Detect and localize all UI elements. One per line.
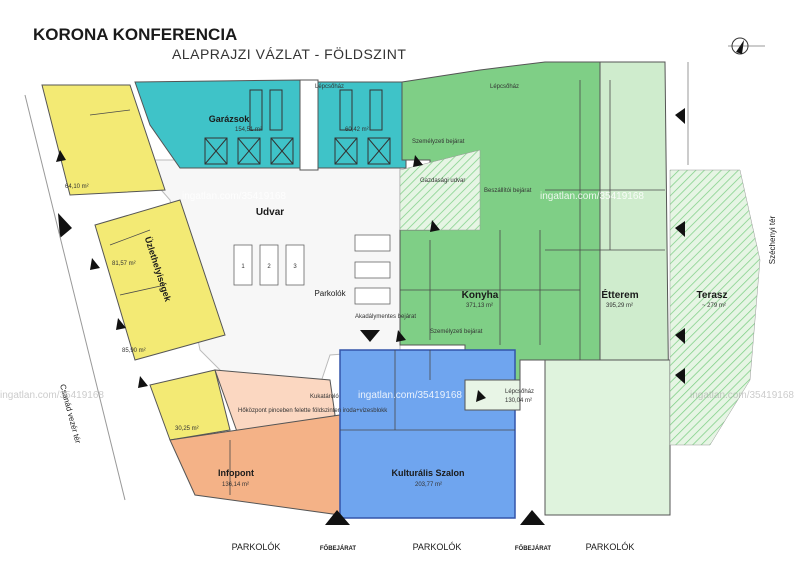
plan-title: KORONA KONFERENCIA (33, 25, 238, 44)
shop-small (149, 369, 231, 441)
parking-bottom-3: PARKOLÓK (586, 542, 635, 552)
parking-number-3: 3 (293, 264, 297, 270)
street-szechenyi: Széchenyi tér (768, 215, 777, 264)
etterem-area: 395,29 m² (606, 303, 633, 309)
parking-number-2: 2 (267, 264, 271, 270)
stair1-label: Lépcsőház (315, 84, 344, 90)
infopont-label: Infopont (218, 468, 254, 478)
garage-cars (204, 89, 391, 165)
kulturalis-area: 203,77 m² (415, 482, 442, 488)
garazsok-label: Garázsok (209, 114, 251, 124)
kozpont-note: Hőközpont pinceben felette földszinten i… (238, 408, 388, 414)
garage-block-left (134, 79, 301, 169)
stair3-area: 130,04 m² (505, 398, 532, 404)
etterem-label: Étterem (601, 288, 638, 301)
courtyard-parking (233, 234, 391, 305)
uzlet-small-area: 30,25 m² (175, 426, 199, 432)
kulturalis-label: Kulturális Szalon (391, 468, 464, 478)
parkolok-label: Parkolók (314, 289, 346, 298)
uzlet-top-area: 64,10 m² (65, 184, 89, 190)
parking-number-1: 1 (241, 264, 245, 270)
garage-stair (299, 79, 319, 171)
staff-entrance-2: Személyzeti bejárat (430, 329, 483, 335)
main-entrance-2: FŐBEJÁRAT (515, 545, 552, 552)
watermark-1: ingatlan.com/35419168 (182, 191, 286, 202)
watermark-5: ingatlan.com/35419168 (690, 390, 794, 401)
main-entrance-1: FŐBEJÁRAT (320, 545, 357, 552)
plan-subtitle: ALAPRAJZI VÁZLAT - FÖLDSZINT (172, 46, 407, 62)
stair3-label: Lépcsőház (505, 389, 534, 395)
infopont-area: 136,14 m² (222, 482, 249, 488)
terasz-label: Terasz (697, 290, 728, 301)
garage2-area: 60,42 m² (345, 127, 369, 133)
uzlet-area-2: 85,90 m² (122, 348, 146, 354)
watermark-4: ingatlan.com/35419168 (0, 390, 104, 401)
watermark-2: ingatlan.com/35419168 (540, 191, 644, 202)
stair2-label: Lépcsőház (490, 84, 519, 90)
entrance-markers (56, 108, 685, 525)
compass-icon (728, 37, 765, 55)
garazsok-area: 154,51 m² (235, 127, 262, 133)
parking-bottom-1: PARKOLÓK (232, 542, 281, 552)
stair-3 (464, 379, 521, 411)
service-yard (399, 149, 481, 231)
uzlet-area-1: 81,57 m² (112, 261, 136, 267)
restaurant-lower (544, 359, 671, 516)
street-edge-left (24, 94, 126, 501)
terasz-area: ~ 279 m² (702, 303, 726, 309)
garage-block-right (317, 81, 407, 169)
kukatarolo-label: Kukatároló (310, 394, 339, 400)
watermark-3: ingatlan.com/35419168 (358, 390, 462, 401)
interior-walls (89, 80, 665, 495)
redaction-box (278, 22, 408, 44)
accessible-entrance: Akadálymentes bejárat (355, 314, 416, 320)
service-yard-label: Gazdasági udvar (420, 178, 465, 184)
cultural-salon (339, 349, 516, 519)
udvar-label: Udvar (256, 207, 284, 218)
konyha-label: Konyha (462, 290, 499, 301)
konyha-area: 371,13 m² (466, 303, 493, 309)
staff-entrance-1: Személyzeti bejárat (412, 139, 465, 145)
terrace-area (669, 169, 761, 446)
shops-middle (94, 199, 226, 361)
parking-bottom-2: PARKOLÓK (413, 542, 462, 552)
supplier-entrance: Beszállítói bejárat (484, 188, 532, 194)
